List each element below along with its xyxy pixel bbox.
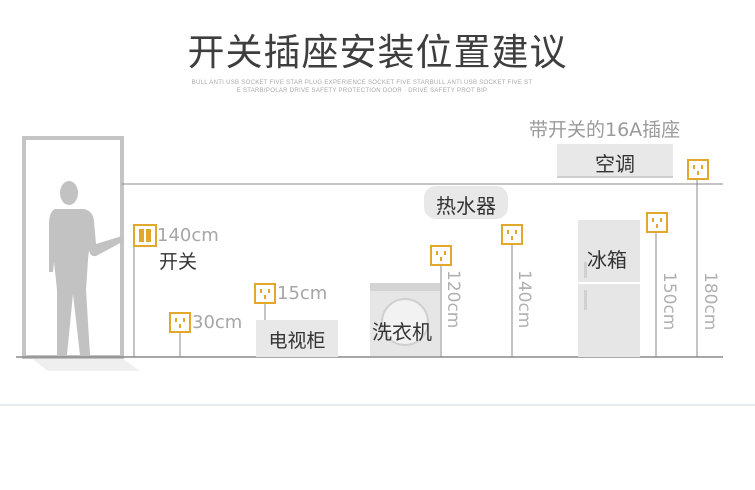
switch-height-label: 140cm — [157, 225, 219, 246]
fridge-height-label: 150cm — [659, 272, 679, 331]
fridge-socket-icon — [646, 212, 668, 233]
heater-socket-icon — [501, 224, 523, 245]
subtitle-line-2: E STARBIPOLAR DRIVE SAFETY PROTECTION DO… — [236, 88, 488, 94]
tv-cabinet-label: 电视柜 — [268, 330, 326, 352]
heater-box — [424, 186, 508, 219]
fridge-illustration — [578, 220, 640, 357]
heater-height-label: 140cm — [514, 270, 534, 329]
fridge-label: 冰箱 — [587, 248, 627, 272]
tv-cabinet-box — [256, 320, 338, 357]
subtitle-line-1: BULL ANTI USB SOCKET FIVE STAR PLUG EXPE… — [191, 80, 533, 86]
diagram-title: 开关插座安装位置建议 — [187, 31, 568, 74]
washer-socket-icon — [430, 245, 452, 266]
door-floor-shadow — [30, 357, 140, 371]
person-silhouette-icon — [49, 181, 124, 355]
socket-low-icon — [169, 312, 191, 333]
socket-low-height-label: 30cm — [192, 312, 243, 333]
ac-unit-box — [557, 144, 673, 177]
heater-label: 热水器 — [436, 194, 496, 218]
washer-label: 洗衣机 — [372, 320, 432, 344]
ac-height-label: 180cm — [700, 272, 720, 331]
ac-socket-icon — [687, 159, 709, 180]
switch-icon — [133, 224, 157, 247]
tv-socket-height-label: 15cm — [277, 283, 328, 304]
washer-height-label: 120cm — [443, 270, 463, 329]
ac-label: 空调 — [595, 152, 635, 176]
switch-label: 开关 — [159, 251, 198, 273]
tv-socket-icon — [254, 283, 276, 304]
washer-illustration — [370, 283, 440, 356]
diagram-subtitle: BULL ANTI USB SOCKET FIVE STAR PLUG EXPE… — [182, 79, 542, 95]
ac-note-label: 带开关的16A插座 — [529, 119, 681, 141]
